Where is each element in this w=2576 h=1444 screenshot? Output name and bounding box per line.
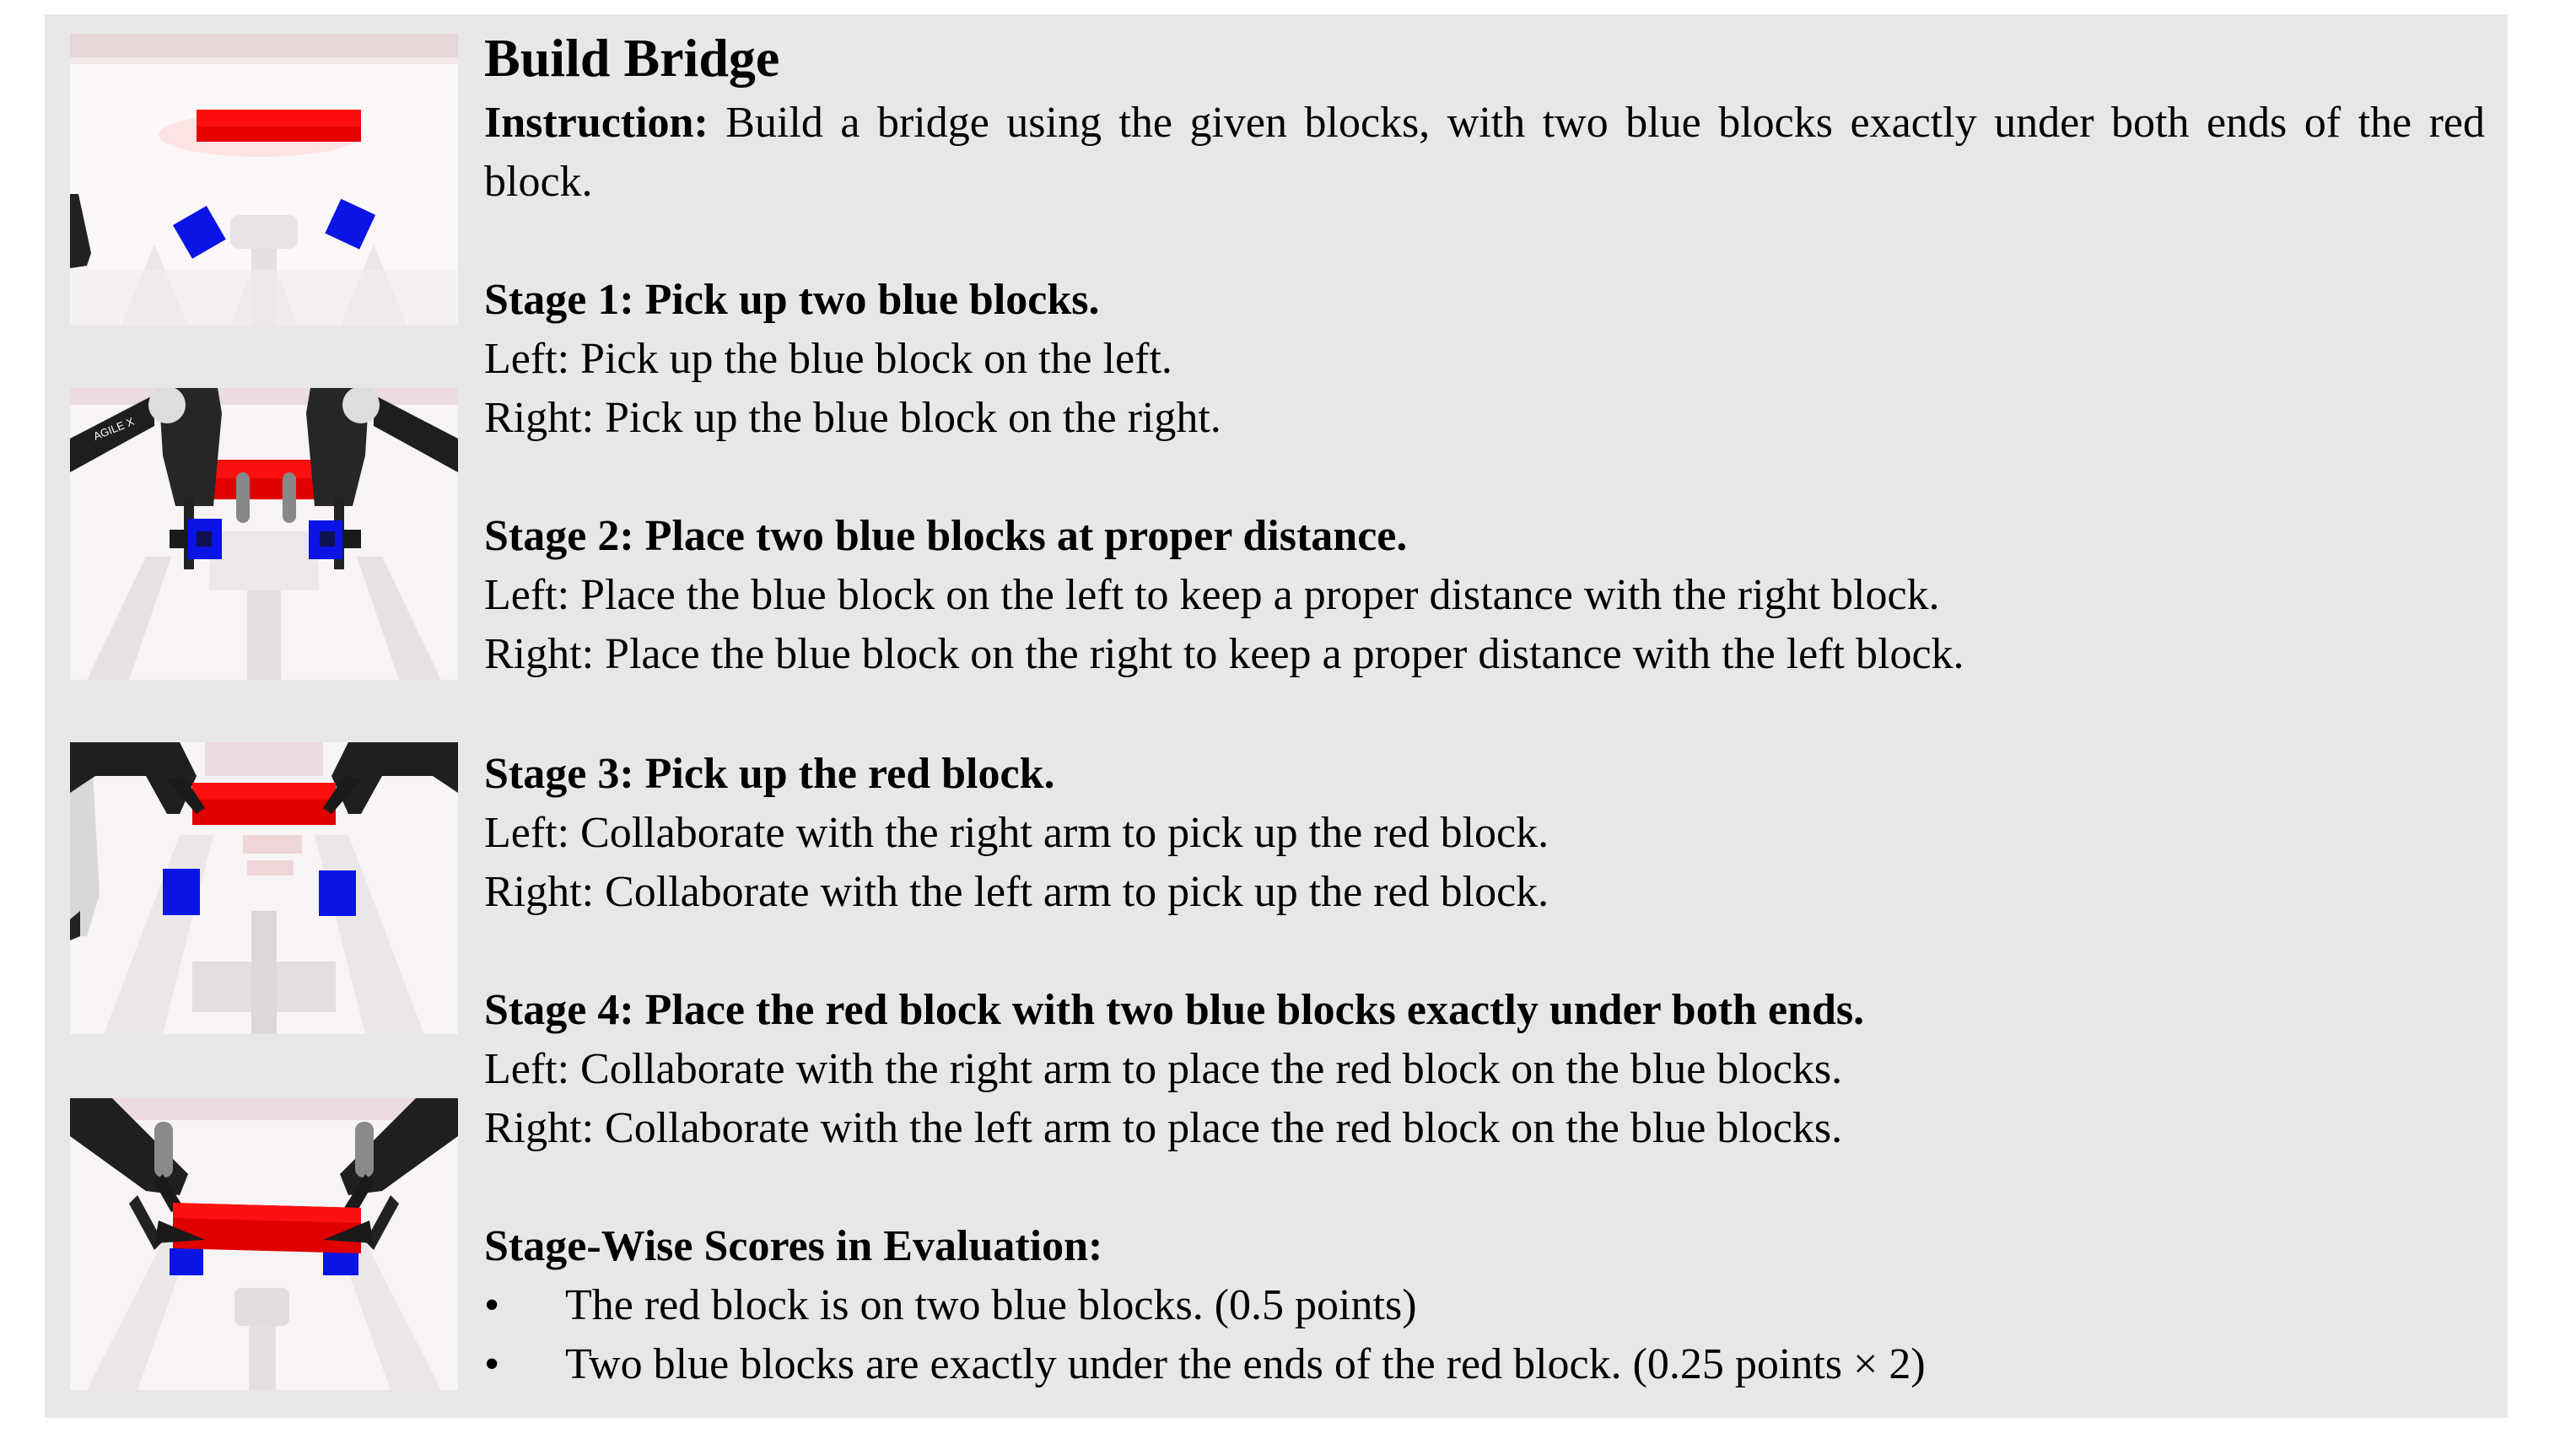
stage-3: Stage 3: Pick up the red block. Left: Co… [484, 745, 2485, 922]
stage-left-arm-step: Left: Collaborate with the right arm to … [484, 1045, 1843, 1093]
scene-pick-blue-illustration: AGILE X [70, 388, 458, 680]
stage-heading: Stage 1: Pick up two blue blocks. [484, 276, 1100, 324]
instruction-text: Build a bridge using the given blocks, w… [484, 99, 2486, 206]
scene-image-initial [70, 34, 458, 326]
stage-heading: Stage 3: Pick up the red block. [484, 750, 1055, 798]
bullet-icon: • [484, 1340, 500, 1388]
scene-place-red-illustration [70, 1098, 458, 1390]
stage-right-arm-step: Right: Pick up the blue block on the rig… [484, 394, 1221, 442]
stage-1: Stage 1: Pick up two blue blocks. Left: … [484, 271, 2485, 448]
stage-left-arm-step: Left: Collaborate with the right arm to … [484, 809, 1549, 857]
score-item: • The red block is on two blue blocks. (… [484, 1276, 2485, 1335]
blue-block-left [172, 205, 226, 259]
stage-heading: Stage 4: Place the red block with two bl… [484, 986, 1865, 1034]
bullet-icon: • [484, 1281, 500, 1329]
evaluation-scores: Stage-Wise Scores in Evaluation: • The r… [484, 1217, 2485, 1394]
stage-right-arm-step: Right: Collaborate with the left arm to … [484, 868, 1549, 916]
scores-heading: Stage-Wise Scores in Evaluation: [484, 1222, 1103, 1270]
scene-initial-illustration [70, 34, 458, 326]
instruction-paragraph: Instruction: Build a bridge using the gi… [484, 94, 2485, 212]
stage-4: Stage 4: Place the red block with two bl… [484, 981, 2485, 1158]
stage-right-arm-step: Right: Place the blue block on the right… [484, 630, 1964, 678]
score-item: • Two blue blocks are exactly under the … [484, 1335, 2485, 1394]
score-item-text: The red block is on two blue blocks. (0.… [565, 1281, 1417, 1329]
arm-left [70, 395, 154, 472]
scene-image-stage-1-2: AGILE X [70, 388, 458, 680]
stage-left-arm-step: Left: Place the blue block on the left t… [484, 571, 1940, 619]
score-item-text: Two blue blocks are exactly under the en… [565, 1340, 1926, 1388]
scores-list: • The red block is on two blue blocks. (… [484, 1276, 2485, 1394]
task-card: AGILE X [45, 14, 2508, 1418]
stage-right-arm-step: Right: Collaborate with the left arm to … [484, 1104, 1843, 1152]
scene-pick-red-illustration [70, 742, 458, 1034]
scene-image-stage-4 [70, 1098, 458, 1390]
instruction-label: Instruction: [484, 99, 709, 147]
stage-left-arm-step: Left: Pick up the blue block on the left… [484, 335, 1172, 383]
stage-2: Stage 2: Place two blue blocks at proper… [484, 507, 2485, 684]
stage-heading: Stage 2: Place two blue blocks at proper… [484, 512, 1408, 560]
task-title: Build Bridge [484, 28, 780, 88]
task-description: Build Bridge Instruction: Build a bridge… [484, 23, 2485, 1394]
scene-image-stage-3 [70, 742, 458, 1034]
blue-block-right [325, 198, 376, 250]
